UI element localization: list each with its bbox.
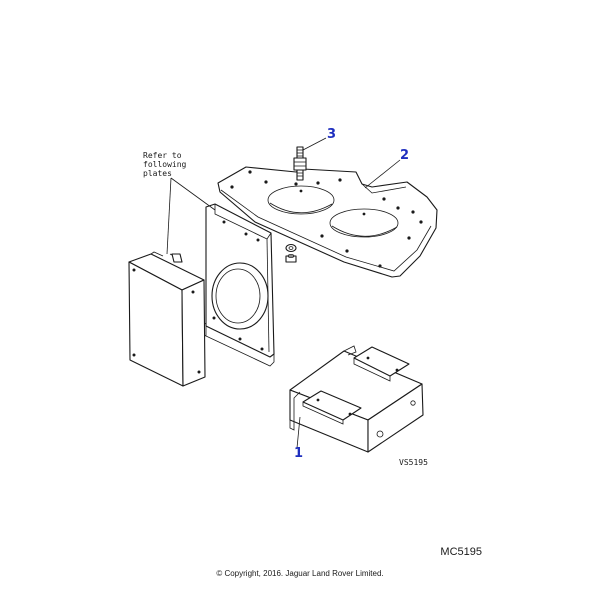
leader-lines bbox=[166, 159, 401, 255]
left-module-box[interactable] bbox=[128, 251, 206, 387]
note-line-3: plates bbox=[143, 169, 172, 178]
stud-part-3[interactable] bbox=[293, 137, 327, 181]
washer-and-nut[interactable] bbox=[285, 243, 297, 263]
mounting-plate-part-2[interactable] bbox=[217, 166, 438, 278]
callout-3: 3 bbox=[327, 127, 336, 142]
note-line-2: following bbox=[143, 160, 187, 169]
module-enclosure-part-1[interactable] bbox=[289, 345, 424, 453]
copyright-notice: © Copyright, 2016. Jaguar Land Rover Lim… bbox=[216, 569, 384, 578]
plate-id: MC5195 bbox=[440, 546, 482, 558]
note-line-1: Refer to bbox=[143, 151, 182, 160]
callout-1: 1 bbox=[294, 446, 303, 461]
speaker-bracket[interactable] bbox=[201, 203, 275, 367]
callout-2: 2 bbox=[400, 148, 409, 163]
drawing-reference: VS5195 bbox=[399, 458, 428, 467]
